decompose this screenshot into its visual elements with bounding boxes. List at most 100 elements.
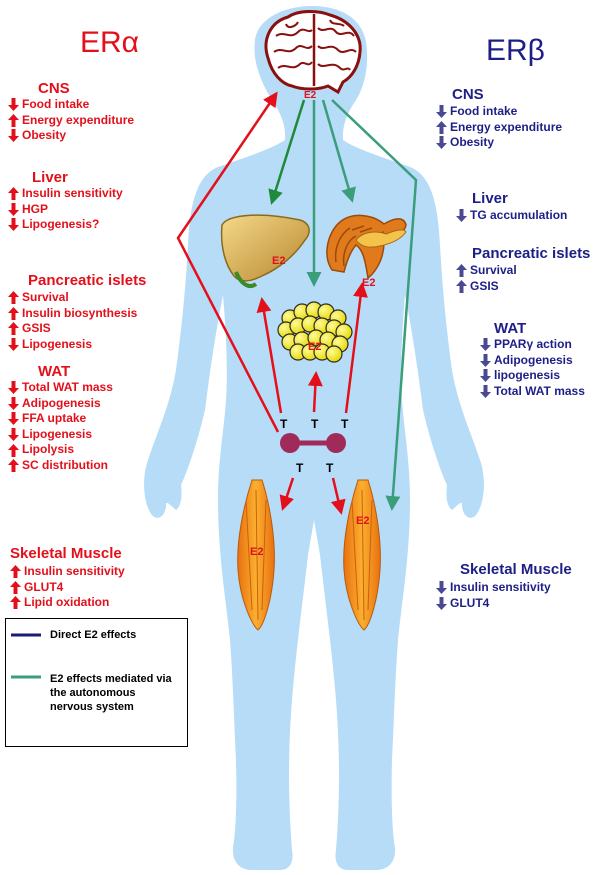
e2-label-liver: E2 [272,255,285,267]
arrow-gonad-to-pancreas [344,282,368,414]
up-arrow-icon [10,580,21,594]
arrow-brain-to-liver [268,99,306,205]
up-arrow-icon [436,120,447,134]
muscle-left [237,479,275,631]
list-item: GSIS [8,321,137,337]
list-item: GSIS [456,279,517,295]
item-text: Insulin biosynthesis [22,305,138,320]
item-text: Food intake [450,104,518,118]
list-item: Insulin biosynthesis [8,306,137,322]
down-arrow-icon [436,596,447,610]
up-arrow-icon [8,306,19,320]
list-item: SC distribution [8,458,113,474]
item-text: Obesity [22,128,67,143]
item-text: Lipogenesis [22,426,93,441]
down-arrow-icon [8,338,19,352]
item-text: Insulin sensitivity [450,580,551,594]
list-item: GLUT4 [436,596,551,612]
arrow-brain-to-right-muscle [331,99,418,511]
arrow-gonad-to-left-muscle [279,477,295,511]
legend-swatches [11,633,41,679]
pancreas [326,214,407,280]
left-list-wat: Total WAT mass Adipogenesis FFA uptake L… [8,380,113,474]
legend-box: Direct E2 effects E2 effects mediated vi… [5,618,188,747]
right-list-islets: Survival GSIS [456,263,517,294]
t-label-4: T [296,461,304,475]
item-text: SC distribution [22,457,108,472]
adipose-tissue-cluster [277,301,353,363]
list-item: Total WAT mass [8,380,113,396]
item-text: Insulin sensitivity [22,186,123,200]
list-item: Adipogenesis [8,396,113,412]
right-list-liver: TG accumulation [456,208,567,224]
up-arrow-icon [8,459,19,473]
list-item: FFA uptake [8,411,113,427]
item-text: Survival [22,290,69,304]
item-text: lipogenesis [494,368,561,383]
list-item: Obesity [436,135,562,151]
item-text: GLUT4 [450,595,490,610]
arrow-brain-to-pancreas [321,99,356,203]
t-label-3: T [341,417,349,431]
up-arrow-icon [456,264,467,278]
list-item: Insulin sensitivity [10,564,125,580]
down-arrow-icon [456,209,467,223]
e2-label-muscle-left: E2 [250,546,263,558]
right-section-title: WAT [494,320,527,337]
up-arrow-icon [456,279,467,293]
down-arrow-icon [8,428,19,442]
item-text: GLUT4 [24,579,64,594]
item-text: PPARγ action [494,337,572,351]
list-item: Lipogenesis [8,337,137,353]
down-arrow-icon [8,218,19,232]
list-item: Obesity [8,128,134,144]
left-list-muscle: Insulin sensitivity GLUT4 Lipid oxidatio… [10,564,125,611]
muscle-right [343,479,381,631]
arrow-gonad-to-right-muscle [330,477,346,515]
up-arrow-icon [8,443,19,457]
green-arrows [268,99,418,511]
item-text: Insulin sensitivity [24,564,125,578]
right-section-title: Skeletal Muscle [460,561,572,578]
down-arrow-icon [480,369,491,383]
item-text: Obesity [450,135,495,150]
er-alpha-title: ERα [80,26,140,59]
legend-autonomic-label: E2 effects mediated via the autonomous n… [50,673,172,713]
gonad-connector [280,433,346,453]
left-list-islets: Survival Insulin biosynthesis GSIS Lipog… [8,290,137,352]
list-item: Lipid oxidation [10,595,125,611]
arrow-gonad-to-brain [176,91,280,433]
down-arrow-icon [8,412,19,426]
list-item: Lipogenesis [8,427,113,443]
down-arrow-icon [8,202,19,216]
left-list-cns: Food intake Energy expenditure Obesity [8,97,134,144]
item-text: Lipolysis [22,442,75,457]
left-section-title: Liver [32,169,68,186]
left-list-liver: Insulin sensitivity HGP Lipogenesis? [8,186,123,233]
list-item: Energy expenditure [436,120,562,136]
left-section-title: Pancreatic islets [28,272,147,289]
item-text: Lipogenesis [22,336,93,351]
right-section-title: Liver [472,190,508,207]
down-arrow-icon [8,129,19,143]
e2-label-brain: E2 [304,90,317,101]
liver [220,214,310,289]
e2-label-pancreas: E2 [362,277,375,289]
item-text: Lipid oxidation [24,595,110,610]
t-label-2: T [311,417,319,431]
item-text: Adipogenesis [494,352,573,367]
item-text: HGP [22,201,49,216]
down-arrow-icon [8,98,19,112]
up-arrow-icon [8,291,19,305]
item-text: Lipogenesis? [22,217,100,232]
item-text: GSIS [22,321,51,336]
list-item: Food intake [8,97,134,113]
list-item: Lipogenesis? [8,217,123,233]
t-label-1: T [280,417,288,431]
red-arrows [176,91,368,515]
up-arrow-icon [10,565,21,579]
list-item: PPARγ action [480,337,585,353]
list-item: lipogenesis [480,368,585,384]
list-item: Adipogenesis [480,353,585,369]
